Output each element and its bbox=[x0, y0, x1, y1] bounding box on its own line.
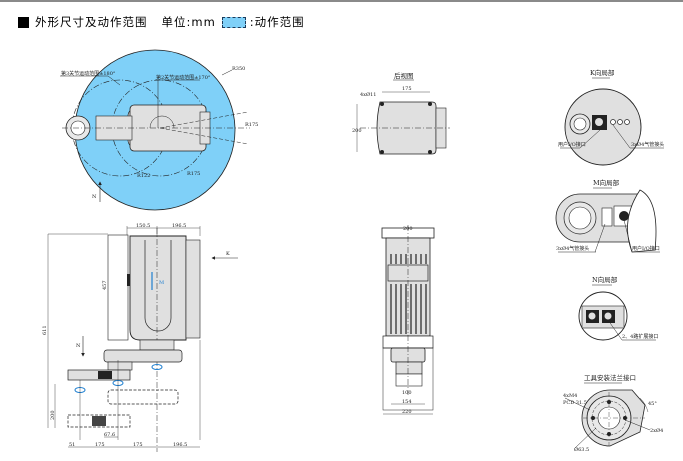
radius-b-label: R175 bbox=[187, 171, 200, 177]
n-view-title: N向局部 bbox=[592, 275, 618, 284]
section-header: 外形尺寸及动作范围 单位:mm :动作范围 bbox=[18, 14, 305, 30]
side-base-body bbox=[129, 235, 187, 341]
side-dim-b1: 51 bbox=[69, 442, 75, 448]
side-n-arrow-label: N bbox=[76, 343, 81, 349]
back-height-dim: 200 bbox=[352, 128, 362, 134]
side-dim-top-right: 196.5 bbox=[172, 223, 186, 229]
side-dim-total: 611 bbox=[42, 325, 48, 335]
k-arrow-label: K bbox=[226, 251, 230, 257]
n-view: N向局部 2、4路扩展接口 bbox=[578, 275, 658, 341]
m-view: M向局部 3xØ4气管接头 用户I/O接口 bbox=[555, 178, 660, 253]
m-io-label: 用户I/O接口 bbox=[632, 245, 660, 252]
section-title: 外形尺寸及动作范围 bbox=[35, 15, 148, 29]
side-view: 150.5 196.5 M K 457 611 200 N 51 bbox=[42, 223, 238, 452]
front-dim-a: 100 bbox=[402, 390, 412, 396]
k-view-title: K向局部 bbox=[590, 68, 615, 77]
bullet-square-icon bbox=[18, 16, 29, 28]
k-air-label: 3xØ4气管接头 bbox=[631, 141, 664, 148]
flange-angle-label: 45° bbox=[648, 401, 657, 407]
k-io-label: 用户I/O接口 bbox=[558, 141, 586, 148]
back-view: 后视图 175 200 4xØ11 bbox=[352, 71, 450, 155]
flange-pin-label: 2xØ4 bbox=[650, 427, 663, 434]
side-arm1 bbox=[103, 349, 183, 363]
flange-view: 工具安装法兰接口 4xM4 PCD 31.5 Ø63.5 2xØ4 45° bbox=[563, 373, 663, 453]
legend-label: :动作范围 bbox=[249, 15, 305, 29]
motion-range-swatch bbox=[221, 16, 246, 28]
side-dim-b2: 175 bbox=[95, 442, 105, 448]
m-air-label: 3xØ4气管接头 bbox=[556, 245, 589, 252]
n-arrow-label: N bbox=[92, 194, 97, 200]
joint3-range-label: 第3关节运动范围±180° bbox=[61, 70, 116, 77]
top-view: 第3关节运动范围±180° 第2关节运动范围±170° R350 R175 R1… bbox=[60, 49, 258, 211]
flange-center-dia: Ø63.5 bbox=[574, 446, 589, 453]
joint1-radius-label: R175 bbox=[245, 122, 258, 128]
flange-holes-label: 4xM4 bbox=[563, 393, 577, 399]
flange-view-title: 工具安装法兰接口 bbox=[584, 373, 636, 382]
n-io-label: 2、4路扩展接口 bbox=[622, 333, 658, 340]
side-dim-height: 457 bbox=[102, 280, 108, 290]
top-border bbox=[0, 0, 683, 2]
side-dim-b4: 196.5 bbox=[173, 442, 187, 448]
m-marker-label: M bbox=[159, 280, 164, 286]
radius-a-label: R122 bbox=[137, 173, 150, 179]
side-dim-offset: 67.6 bbox=[104, 432, 115, 438]
k-view: K向局部 用户I/O接口 3xØ4气管接头 bbox=[558, 68, 664, 166]
back-width-dim: 175 bbox=[402, 86, 412, 92]
side-dim-b3: 175 bbox=[133, 442, 143, 448]
back-view-title: 后视图 bbox=[394, 71, 414, 80]
joint2-range-label: 第2关节运动范围±170° bbox=[156, 74, 211, 81]
flange-pcd-label: PCD 31.5 bbox=[563, 400, 587, 406]
back-holes-label: 4xØ11 bbox=[360, 91, 376, 98]
front-dim-b: 154 bbox=[402, 399, 412, 405]
side-dim-top-left: 150.5 bbox=[136, 223, 150, 229]
outer-radius-label: R350 bbox=[232, 66, 245, 72]
front-view: 200 100 154 220 bbox=[381, 225, 435, 415]
unit-label: 单位:mm bbox=[161, 15, 216, 29]
side-dim-stroke: 200 bbox=[50, 410, 56, 420]
front-dim-c: 220 bbox=[402, 409, 412, 415]
m-view-title: M向局部 bbox=[593, 178, 620, 187]
